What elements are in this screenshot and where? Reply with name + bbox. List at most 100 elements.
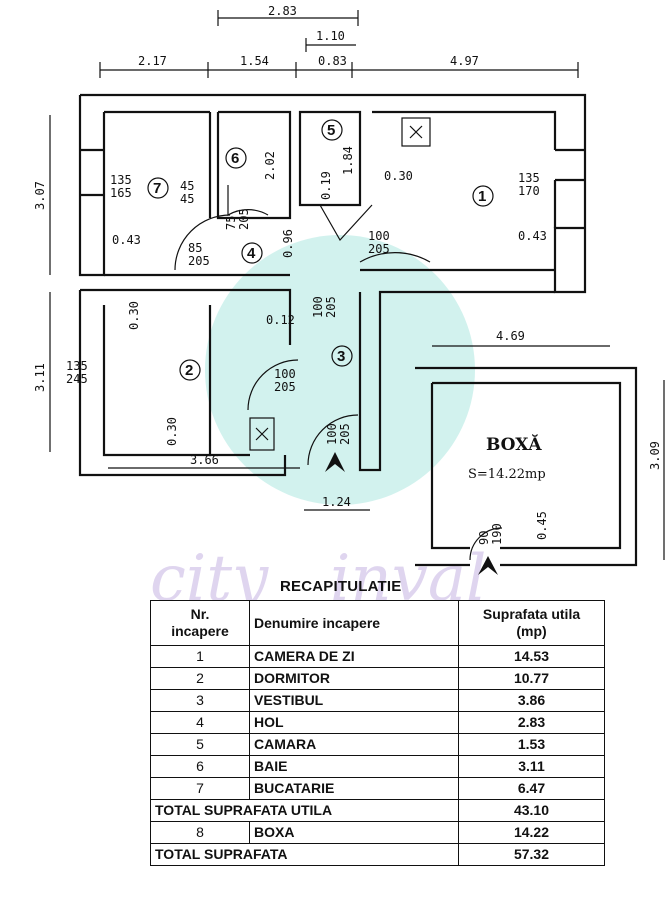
dim-kitchen-wall: 0.43 xyxy=(112,233,141,247)
dim-bedroom-wall-thin: 0.12 xyxy=(266,313,295,327)
room-number-6: 6 xyxy=(231,150,239,167)
recap-table: Nr. incapere Denumire incapere Suprafata… xyxy=(150,600,605,866)
row-name: BUCATARIE xyxy=(249,777,459,800)
recap-header-row: Nr. incapere Denumire incapere Suprafata… xyxy=(150,600,605,646)
row-area: 3.86 xyxy=(458,689,605,712)
boxa-entry-arrow-icon xyxy=(478,556,498,575)
row-nr: 3 xyxy=(150,689,250,712)
dim-hall-door: 100205 xyxy=(311,296,338,318)
dimension-lines xyxy=(49,10,665,560)
dim-storage-door: 0.19 xyxy=(319,171,333,200)
row-name: BOXA xyxy=(249,821,459,844)
total-util-value: 43.10 xyxy=(458,799,605,822)
dim-storage-height: 1.84 xyxy=(341,146,355,175)
room-number-4: 4 xyxy=(247,245,256,262)
row-name: BAIE xyxy=(249,755,459,778)
total-util-label: TOTAL SUPRAFATA UTILA xyxy=(150,799,459,822)
watermark-badge-icon xyxy=(205,235,475,505)
dim-boxa-width: 4.69 xyxy=(496,329,525,343)
watermark: city inval xyxy=(150,235,486,600)
meter-cross-icon xyxy=(255,427,269,441)
dim-living-wall-top: 0.30 xyxy=(384,169,413,183)
recap-section: RECAPITULATIE Nr. incapere Denumire inca… xyxy=(150,578,615,866)
dim-kitchen-width: 2.17 xyxy=(138,54,167,68)
dim-top-overall: 2.83 xyxy=(268,4,297,18)
row-nr: 4 xyxy=(150,711,250,734)
floor-plan: city inval 2.83 1.10 2.17 1.54 0.83 4.97… xyxy=(33,4,665,600)
row-nr: 1 xyxy=(150,645,250,668)
watermark-text-1: city xyxy=(150,542,269,600)
row-area: 10.77 xyxy=(458,667,605,690)
dim-bath-width: 1.54 xyxy=(240,54,269,68)
room-number-2: 2 xyxy=(185,362,193,379)
dim-top-left-height: 3.07 xyxy=(33,181,47,210)
dim-entry-width: 1.24 xyxy=(322,495,351,509)
dim-bedroom-wall-bottom: 0.30 xyxy=(165,417,179,446)
meter-icon xyxy=(249,417,275,451)
total-value: 57.32 xyxy=(458,843,605,866)
dim-living-wall-bottom: 0.43 xyxy=(518,229,547,243)
row-name: HOL xyxy=(249,711,459,734)
dim-bedroom-wall-top: 0.30 xyxy=(127,301,141,330)
row-area: 2.83 xyxy=(458,711,605,734)
dim-bath-door: 75205 xyxy=(224,208,251,230)
header-nr-text: Nr. incapere xyxy=(171,606,229,639)
row-name: DORMITOR xyxy=(249,667,459,690)
header-name-text: Denumire incapere xyxy=(254,614,381,631)
boiler-icon xyxy=(401,117,431,147)
dim-hall-width: 0.96 xyxy=(281,229,295,258)
dim-storage-width: 0.83 xyxy=(318,54,347,68)
room-number-5: 5 xyxy=(327,122,335,139)
entry-arrow-icon xyxy=(325,452,345,472)
apartment-walls xyxy=(78,93,587,477)
header-nr: Nr. incapere xyxy=(150,600,250,646)
watermark-text-2: inval xyxy=(330,542,486,600)
boxa-title: BOXĂ xyxy=(486,434,542,455)
dim-corridor: 1.10 xyxy=(316,29,345,43)
row-area: 3.11 xyxy=(458,755,605,778)
row-nr: 6 xyxy=(150,755,250,778)
row-nr: 7 xyxy=(150,777,250,800)
dim-boxa-height: 3.09 xyxy=(648,441,662,470)
room-number-7: 7 xyxy=(153,180,161,197)
boxa-walls xyxy=(415,366,638,567)
dim-living-width: 4.97 xyxy=(450,54,479,68)
dim-bottom-left-height: 3.11 xyxy=(33,363,47,392)
dim-bath-height: 2.02 xyxy=(263,151,277,180)
row-area: 6.47 xyxy=(458,777,605,800)
dim-boxa-door: 90190 xyxy=(477,523,504,545)
header-name: Denumire incapere xyxy=(249,600,459,646)
row-area: 14.22 xyxy=(458,821,605,844)
row-nr: 5 xyxy=(150,733,250,756)
header-area-text: Suprafata utila (mp) xyxy=(482,606,581,639)
row-name: CAMARA xyxy=(249,733,459,756)
header-area: Suprafata utila (mp) xyxy=(458,600,605,646)
row-nr: 8 xyxy=(150,821,250,844)
dim-boxa-wall: 0.45 xyxy=(535,511,549,540)
boiler-cross-icon xyxy=(409,125,423,139)
dim-entry-door: 100205 xyxy=(325,423,352,445)
dim-bedroom-width: 3.66 xyxy=(190,453,219,467)
row-area: 1.53 xyxy=(458,733,605,756)
total-label: TOTAL SUPRAFATA xyxy=(150,843,459,866)
row-name: CAMERA DE ZI xyxy=(249,645,459,668)
room-numbers: 1 2 3 4 5 6 7 xyxy=(147,119,494,381)
room-number-3: 3 xyxy=(337,348,345,365)
row-name: VESTIBUL xyxy=(249,689,459,712)
